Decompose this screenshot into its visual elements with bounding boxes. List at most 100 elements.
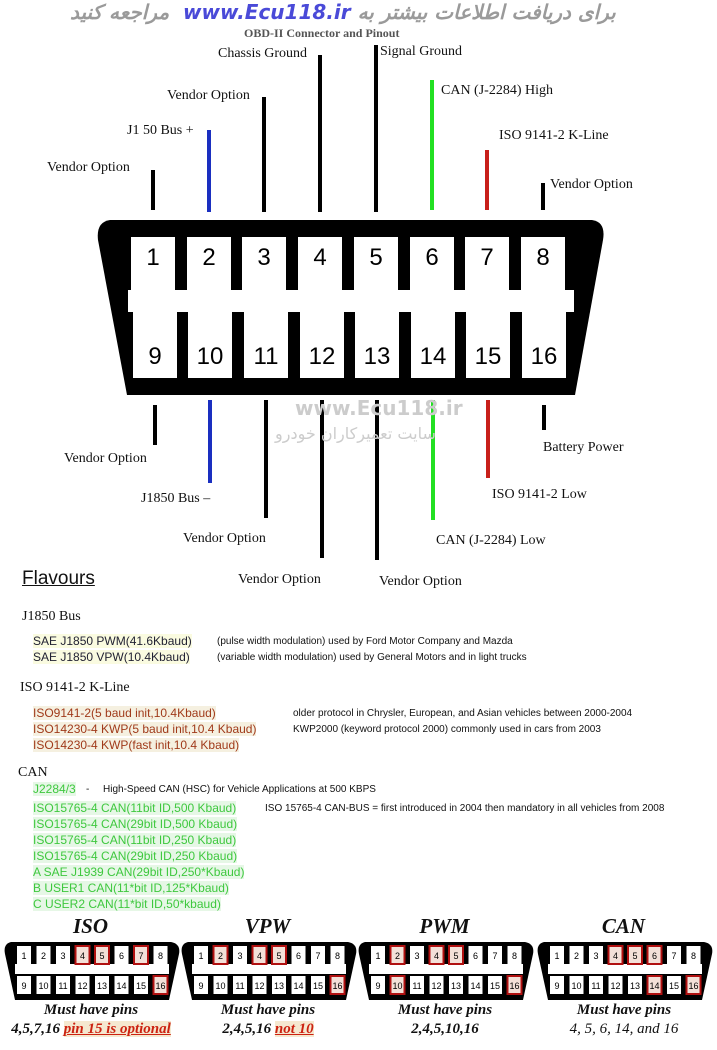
summary-pin-8 xyxy=(507,946,522,964)
required-pins: 2,4,5,10,16 xyxy=(355,1021,535,1038)
pin-label-14: CAN (J-2284) Low xyxy=(436,533,546,548)
must-have-label: Must have pins xyxy=(220,1002,316,1018)
protocol-description: ISO 15765-4 CAN-BUS = first introduced i… xyxy=(265,803,665,814)
svg-text:10: 10 xyxy=(38,981,48,991)
pin-label-7: ISO 9141-2 K-Line xyxy=(499,128,609,143)
svg-text:1: 1 xyxy=(554,951,559,961)
pin-number: 2 xyxy=(202,244,215,271)
summary-pin-9 xyxy=(194,976,208,994)
summary-pin-5 xyxy=(94,945,110,965)
summary-pin-7 xyxy=(133,945,149,965)
summary-pin-11 xyxy=(410,976,424,994)
summary-pin-4 xyxy=(607,945,624,965)
summary-pin-10 xyxy=(389,975,406,995)
svg-text:6: 6 xyxy=(473,951,478,961)
must-have-label: Must have pins xyxy=(43,1002,139,1018)
svg-text:5: 5 xyxy=(632,951,637,961)
j1850-heading: J1850 Bus xyxy=(22,609,81,624)
protocol-description: older protocol in Chrysler, European, an… xyxy=(293,708,633,719)
svg-text:11: 11 xyxy=(235,981,244,991)
pin-label-4: Chassis Ground xyxy=(218,46,308,61)
summary-pin-15 xyxy=(134,976,148,994)
iso-heading: ISO 9141-2 K-Line xyxy=(20,680,130,695)
protocol-name: ISO15765-4 CAN(11bit ID,500 Kbaud) xyxy=(33,801,237,815)
svg-text:5: 5 xyxy=(99,951,104,961)
svg-text:2: 2 xyxy=(395,951,400,961)
protocol-name: ISO15765-4 CAN(29bit ID,250 Kbaud) xyxy=(33,849,238,863)
summary-pin-11 xyxy=(589,976,603,994)
svg-text:3: 3 xyxy=(237,951,242,961)
protocol-name: ISO15765-4 CAN(11bit ID,250 Kbaud) xyxy=(33,833,237,847)
svg-text:14: 14 xyxy=(293,981,303,991)
summary-pin-1 xyxy=(194,946,208,964)
summary-pin-12 xyxy=(608,976,623,994)
svg-text:10: 10 xyxy=(571,981,581,991)
summary-pin-3 xyxy=(56,946,70,964)
pin-cell-4 xyxy=(298,237,342,292)
svg-text:9: 9 xyxy=(21,981,26,991)
summary-pin-9 xyxy=(550,976,564,994)
summary-pin-16 xyxy=(685,975,702,995)
summary-pin-16 xyxy=(329,975,346,995)
protocol-name: ISO9141-2(5 baud init,10.4Kbaud) xyxy=(33,706,216,720)
center-watermark-url: www.Ecu118.ir xyxy=(295,396,463,420)
pins-list: 4,5,7,16 xyxy=(11,1021,60,1037)
pin-number: 3 xyxy=(257,244,270,271)
summary-pin-10 xyxy=(213,976,228,994)
summary-pin-2 xyxy=(36,946,51,964)
summary-pin-7 xyxy=(488,946,502,964)
summary-pin-2 xyxy=(212,945,229,965)
pins-list: 4, 5, 6, 14, and 16 xyxy=(569,1021,679,1037)
svg-text:8: 8 xyxy=(512,951,517,961)
summary-pin-16 xyxy=(506,975,523,995)
pin-label-8: Vendor Option xyxy=(550,177,633,192)
summary-title-pwm: PWM xyxy=(419,914,470,938)
summary-pin-1 xyxy=(17,946,31,964)
summary-pin-9 xyxy=(17,976,31,994)
svg-text:1: 1 xyxy=(375,951,380,961)
svg-text:3: 3 xyxy=(593,951,598,961)
summary-pin-1 xyxy=(371,946,385,964)
svg-text:6: 6 xyxy=(119,951,124,961)
summary-pin-15 xyxy=(488,976,502,994)
summary-pin-8 xyxy=(153,946,168,964)
pin-label-10: J1850 Bus – xyxy=(141,491,211,506)
pin-cell-8 xyxy=(521,237,565,292)
pin-number: 5 xyxy=(369,244,382,271)
j2284-desc: High-Speed CAN (HSC) for Vehicle Applica… xyxy=(103,784,376,795)
summary-pin-15 xyxy=(311,976,325,994)
flavours-heading: Flavours xyxy=(22,568,95,589)
pin-cell-11 xyxy=(244,310,288,378)
protocol-name: ISO14230-4 KWP(5 baud init,10.4 Kbaud) xyxy=(33,722,257,736)
pin-number: 12 xyxy=(309,343,336,370)
svg-text:3: 3 xyxy=(60,951,65,961)
pin-number: 9 xyxy=(148,343,161,370)
svg-text:4: 4 xyxy=(434,951,439,961)
protocol-description: (variable width modulation) used by Gene… xyxy=(217,652,527,663)
summary-pin-7 xyxy=(667,946,681,964)
summary-pin-3 xyxy=(589,946,603,964)
summary-pin-13 xyxy=(95,976,109,994)
protocol-name: SAE J1850 PWM(41.6Kbaud) xyxy=(33,634,192,648)
pin-cell-1 xyxy=(131,237,175,292)
pin-number: 8 xyxy=(536,244,549,271)
summary-pin-14 xyxy=(114,976,129,994)
must-have-label: Must have pins xyxy=(576,1002,672,1018)
pin-cell-12 xyxy=(300,310,344,378)
svg-text:7: 7 xyxy=(492,951,497,961)
summary-pin-6 xyxy=(468,946,483,964)
summary-pin-14 xyxy=(291,976,306,994)
pin-label-1: Vendor Option xyxy=(47,160,130,175)
svg-text:8: 8 xyxy=(335,951,340,961)
svg-text:5: 5 xyxy=(453,951,458,961)
svg-text:1: 1 xyxy=(21,951,26,961)
summary-pin-15 xyxy=(667,976,681,994)
svg-text:2: 2 xyxy=(574,951,579,961)
svg-text:12: 12 xyxy=(431,981,441,991)
summary-pin-1 xyxy=(550,946,564,964)
